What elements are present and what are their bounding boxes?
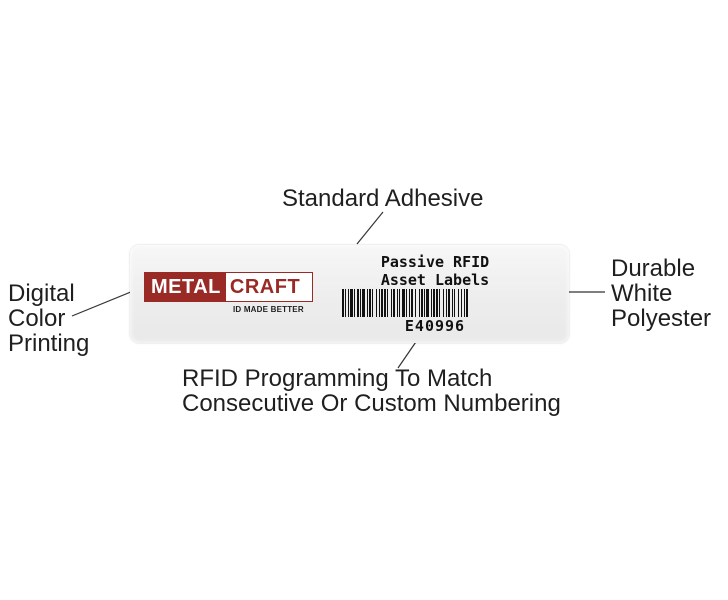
rfid-programming-line2: Consecutive Or Custom Numbering (182, 390, 561, 417)
metalcraft-logo: METAL CRAFT (144, 272, 313, 302)
rfid-programming-line1: RFID Programming To Match (182, 365, 493, 392)
barcode-bar (350, 289, 353, 317)
digital-text: Digital (8, 280, 75, 307)
barcode-bar (415, 289, 416, 317)
rfid-asset-label: METAL CRAFT ID MADE BETTER Passive RFID … (130, 245, 569, 343)
barcode-bar (443, 289, 444, 317)
barcode-bar (399, 289, 400, 317)
barcode-bar (397, 289, 398, 317)
barcode-bar (461, 289, 462, 317)
barcode-bar (431, 289, 432, 317)
barcode-bar (446, 289, 447, 317)
printing-text: Printing (8, 330, 90, 357)
barcode-bar (369, 289, 371, 317)
label-title-line2: Asset Labels (380, 271, 490, 289)
digital-color-printing-callout: Digital Color Printing (8, 281, 89, 356)
barcode-bar (458, 289, 459, 317)
barcode-bar (452, 289, 453, 317)
barcode-bar (357, 289, 359, 317)
barcode-bar (345, 289, 346, 317)
barcode-bar (367, 289, 368, 317)
barcode-bar (426, 289, 429, 317)
rfid-programming-callout: RFID Programming To Match Consecutive Or… (182, 366, 561, 416)
polyester-text: Polyester (611, 305, 712, 332)
barcode-bar (424, 289, 425, 317)
durable-text: Durable (611, 255, 696, 282)
barcode-bar (384, 289, 386, 317)
barcode-bar (421, 289, 423, 317)
barcode-bar (372, 289, 373, 317)
durable-white-polyester-callout: Durable White Polyester (611, 256, 711, 331)
standard-adhesive-text: Standard Adhesive (282, 185, 484, 212)
barcode-bar (411, 289, 413, 317)
logo-tagline: ID MADE BETTER (233, 305, 304, 314)
barcode-bar (360, 289, 361, 317)
barcode-bar (466, 289, 468, 317)
barcode-bar (409, 289, 410, 317)
barcode-bar (387, 289, 388, 317)
white-text: White (611, 280, 673, 307)
barcode-bar (402, 289, 405, 317)
barcode-bar (381, 289, 383, 317)
barcode-bar (436, 289, 438, 317)
barcode-bar (379, 289, 380, 317)
barcode-bar (362, 289, 365, 317)
barcode-bar (464, 289, 465, 317)
barcode-bar (439, 289, 440, 317)
label-serial-number: E40996 (404, 317, 466, 335)
barcode (342, 289, 468, 317)
barcode-bar (448, 289, 450, 317)
barcode-bar (393, 289, 395, 317)
barcode-bar (376, 289, 377, 317)
barcode-bar (342, 289, 344, 317)
logo-metal-text: METAL (145, 273, 226, 301)
barcode-bar (406, 289, 407, 317)
barcode-bar (354, 289, 355, 317)
color-text: Color (8, 305, 66, 332)
label-title-line1: Passive RFID (380, 253, 490, 271)
logo-craft-text: CRAFT (225, 273, 312, 301)
barcode-bar (454, 289, 455, 317)
standard-adhesive-callout: Standard Adhesive (282, 186, 483, 211)
barcode-bar (391, 289, 392, 317)
barcode-bar (348, 289, 349, 317)
adhesive-leader-line (356, 211, 384, 245)
barcode-bar (433, 289, 435, 317)
barcode-bar (419, 289, 420, 317)
